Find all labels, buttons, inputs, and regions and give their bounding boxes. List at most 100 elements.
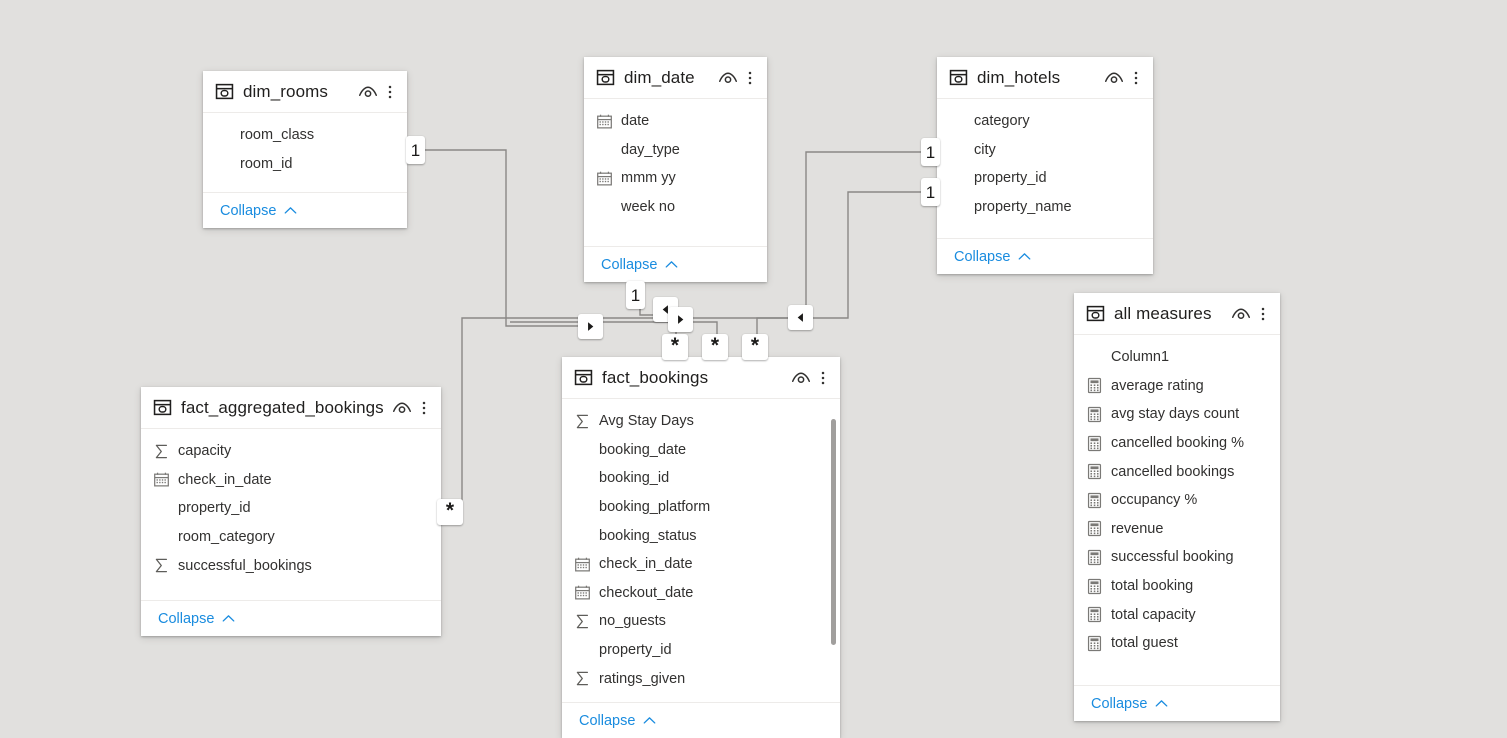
field-name: city [974,141,996,158]
field-row[interactable]: category [937,107,1153,136]
field-row[interactable]: booking_platform [562,493,828,522]
scrollbar-thumb[interactable] [831,419,836,645]
table-card-dim_date[interactable]: dim_date date day_type [584,57,767,282]
field-row[interactable]: ratings_given [562,664,828,693]
table-header-fact_bookings[interactable]: fact_bookings [562,357,840,399]
field-row[interactable]: successful booking [1074,543,1280,572]
field-row[interactable]: check_in_date [562,550,828,579]
field-row[interactable]: check_in_date [141,466,441,495]
table-icon [574,369,593,386]
eye-icon[interactable] [390,398,414,418]
table-card-fact_aggregated_bookings[interactable]: fact_aggregated_bookings capacity check_… [141,387,441,636]
more-options-icon[interactable] [742,68,758,88]
field-row[interactable]: booking_date [562,436,828,465]
relationship-line-dim_hotels-to-fact_bookings[interactable] [756,151,925,340]
field-row[interactable]: property_id [562,636,828,665]
cardinality-one-badge: 1 [921,138,940,166]
eye-icon[interactable] [356,82,380,102]
chevron-up-icon [644,717,656,724]
table-icon [215,83,234,100]
field-row[interactable]: revenue [1074,515,1280,544]
table-header-dim_date[interactable]: dim_date [584,57,767,99]
cardinality-one-badge: 1 [921,178,940,206]
collapse-button[interactable]: Collapse [1091,696,1169,712]
eye-icon[interactable] [1229,304,1253,324]
field-name: successful_bookings [178,557,312,574]
field-name: average rating [1111,377,1204,394]
field-name: room_category [178,529,275,546]
more-options-icon[interactable] [416,398,432,418]
collapse-button[interactable]: Collapse [601,257,679,273]
field-row[interactable]: total guest [1074,629,1280,658]
field-row[interactable]: avg stay days count [1074,400,1280,429]
field-name: day_type [621,141,680,158]
field-icon-none [574,527,591,544]
more-options-icon[interactable] [382,82,398,102]
collapse-button[interactable]: Collapse [220,203,298,219]
table-icon [1086,304,1105,323]
more-options-icon[interactable] [815,368,831,388]
relationship-line-dim_rooms-to-fact_aggregated_bookings[interactable] [421,149,583,327]
scrollbar-track[interactable] [831,405,836,694]
field-row[interactable]: cancelled booking % [1074,429,1280,458]
field-row[interactable]: booking_status [562,521,828,550]
field-icon-none [574,499,591,516]
more-options-icon[interactable] [1255,304,1271,324]
field-row[interactable]: property_id [141,494,441,523]
field-row[interactable]: room_class [203,121,407,150]
field-row[interactable]: room_id [203,150,407,179]
vertical-ellipsis-icon [422,401,426,414]
calendar-icon [596,170,613,187]
field-row[interactable]: property_id [937,164,1153,193]
field-row[interactable]: checkout_date [562,579,828,608]
field-name: no_guests [599,613,666,630]
field-row[interactable]: total capacity [1074,600,1280,629]
field-row[interactable]: room_category [141,523,441,552]
field-row[interactable]: day_type [584,136,767,165]
eye-icon[interactable] [716,68,740,88]
eye-icon[interactable] [1102,68,1126,88]
field-row[interactable]: no_guests [562,607,828,636]
chevron-up-icon [666,261,678,268]
field-row[interactable]: property_name [937,193,1153,222]
field-row[interactable]: average rating [1074,372,1280,401]
field-row[interactable]: capacity [141,437,441,466]
field-row[interactable]: total booking [1074,572,1280,601]
table-header-dim_rooms[interactable]: dim_rooms [203,71,407,113]
table-header-dim_hotels[interactable]: dim_hotels [937,57,1153,99]
field-row[interactable]: Avg Stay Days [562,407,828,436]
cardinality-one-badge: 1 [626,281,645,309]
sigma-icon [153,443,170,460]
table-card-all_measures[interactable]: all measures Column1 average rating [1074,293,1280,721]
field-row[interactable]: booking_id [562,464,828,493]
sigma-icon [155,558,168,573]
table-header-all_measures[interactable]: all measures [1074,293,1280,335]
table-header-fact_aggregated_bookings[interactable]: fact_aggregated_bookings [141,387,441,429]
collapse-button[interactable]: Collapse [954,249,1032,265]
calendar-icon [154,473,169,487]
collapse-button[interactable]: Collapse [579,713,657,729]
field-row[interactable]: date [584,107,767,136]
eye-icon[interactable] [789,368,813,388]
field-row[interactable]: successful_bookings [141,551,441,580]
measure-icon [1087,406,1102,423]
more-options-icon[interactable] [1128,68,1144,88]
field-row[interactable]: cancelled bookings [1074,457,1280,486]
field-row[interactable]: week no [584,193,767,222]
field-name: cancelled booking % [1111,435,1245,452]
field-row[interactable]: Column1 [1074,343,1280,372]
field-row[interactable]: city [937,136,1153,165]
field-row[interactable]: occupancy % [1074,486,1280,515]
field-name: booking_date [599,441,687,458]
field-row[interactable]: mmm yy [584,164,767,193]
table-footer-dim_hotels: Collapse [937,238,1153,274]
collapse-label: Collapse [1091,695,1148,712]
collapse-button[interactable]: Collapse [158,611,236,627]
eye-icon [792,371,810,383]
